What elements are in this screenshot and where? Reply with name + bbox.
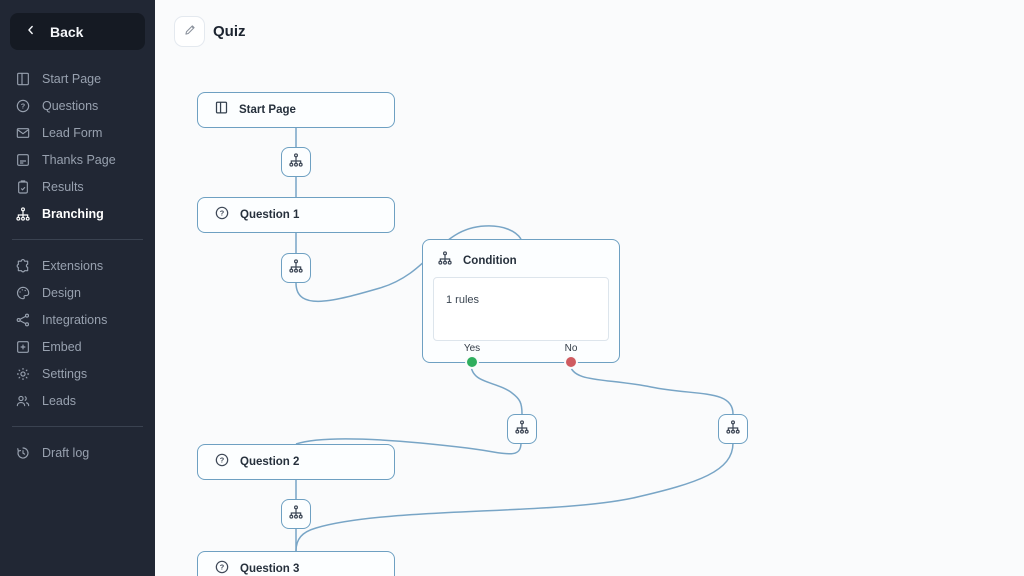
start-page-icon	[14, 70, 31, 87]
question-icon: ?	[214, 205, 230, 226]
sidebar-secondary-nav: Extensions Design Integrations Embed Set…	[0, 252, 155, 414]
branching-icon	[288, 152, 304, 173]
envelope-icon	[14, 124, 31, 141]
sidebar-primary-nav: Start Page ? Questions Lead Form Thanks …	[0, 65, 155, 227]
flow-canvas[interactable]: Quiz Start Page ? Question 1	[155, 0, 1024, 576]
branching-icon	[288, 258, 304, 279]
sidebar-item-design[interactable]: Design	[0, 279, 155, 306]
node-label: Condition	[463, 254, 517, 267]
edit-title-button[interactable]	[174, 16, 205, 47]
sidebar-item-label: Thanks Page	[42, 152, 116, 167]
flow-connectors	[295, 128, 734, 552]
sidebar-item-settings[interactable]: Settings	[0, 360, 155, 387]
sidebar-item-thanks-page[interactable]: Thanks Page	[0, 146, 155, 173]
sidebar-item-label: Embed	[42, 339, 82, 354]
no-port-dot[interactable]	[566, 357, 576, 367]
sidebar-item-label: Leads	[42, 393, 77, 408]
sidebar-item-leads[interactable]: Leads	[0, 387, 155, 414]
sidebar-item-results[interactable]: Results	[0, 173, 155, 200]
embed-icon	[14, 338, 31, 355]
sidebar-item-embed[interactable]: Embed	[0, 333, 155, 360]
branching-icon	[514, 419, 530, 440]
condition-rules-box[interactable]: 1 rules	[433, 277, 609, 341]
history-icon	[14, 444, 31, 461]
back-label: Back	[50, 23, 84, 40]
branch-node-3[interactable]	[281, 499, 311, 529]
users-icon	[14, 392, 31, 409]
question-icon: ?	[14, 97, 31, 114]
integrations-icon	[14, 311, 31, 328]
edge-branch-left-to-question2	[295, 438, 522, 455]
gear-icon	[14, 365, 31, 382]
branching-icon	[288, 504, 304, 525]
palette-icon	[14, 284, 31, 301]
chevron-left-icon	[24, 23, 38, 40]
edge-yes-to-branch-left	[470, 363, 523, 415]
sidebar-divider	[12, 426, 143, 427]
sidebar-item-questions[interactable]: ? Questions	[0, 92, 155, 119]
results-icon	[14, 178, 31, 195]
flow-node-condition[interactable]: Condition 1 rules Yes No	[422, 239, 620, 367]
sidebar-item-label: Draft log	[42, 445, 90, 460]
branching-icon	[14, 205, 31, 222]
branch-node-no[interactable]	[718, 414, 748, 444]
sidebar-divider	[12, 239, 143, 240]
question-icon: ?	[214, 452, 230, 473]
page-title: Quiz	[213, 23, 246, 40]
sidebar-item-integrations[interactable]: Integrations	[0, 306, 155, 333]
edge-branch-right-to-question3	[295, 442, 734, 552]
pencil-icon	[183, 23, 197, 40]
sidebar-item-draft-log[interactable]: Draft log	[0, 439, 155, 466]
sidebar-item-extensions[interactable]: Extensions	[0, 252, 155, 279]
sidebar-item-label: Results	[42, 179, 84, 194]
yes-port-dot[interactable]	[467, 357, 477, 367]
sidebar-item-label: Branching	[42, 206, 104, 221]
node-label: Question 3	[240, 563, 300, 575]
flow-node-question-3[interactable]: ? Question 3	[197, 551, 395, 576]
branching-icon	[437, 250, 453, 271]
sidebar-item-start-page[interactable]: Start Page	[0, 65, 155, 92]
start-page-icon	[214, 100, 229, 120]
sidebar-item-label: Integrations	[42, 312, 108, 327]
svg-text:?: ?	[220, 208, 225, 217]
sidebar-footer-nav: Draft log	[0, 439, 155, 466]
sidebar-item-lead-form[interactable]: Lead Form	[0, 119, 155, 146]
branch-node-1[interactable]	[281, 147, 311, 177]
thanks-page-icon	[14, 151, 31, 168]
sidebar-item-label: Design	[42, 285, 81, 300]
sidebar-item-branching[interactable]: Branching	[0, 200, 155, 227]
flow-node-question-1[interactable]: ? Question 1	[197, 197, 395, 233]
node-label: Start Page	[239, 104, 296, 116]
no-port-label: No	[564, 343, 578, 354]
sidebar-item-label: Lead Form	[42, 125, 103, 140]
sidebar: Back Start Page ? Questions Lead Form Th…	[0, 0, 155, 576]
condition-header: Condition	[423, 240, 619, 271]
branch-node-yes[interactable]	[507, 414, 537, 444]
svg-text:?: ?	[20, 101, 25, 110]
back-button[interactable]: Back	[10, 13, 145, 50]
sidebar-item-label: Questions	[42, 98, 99, 113]
branching-icon	[725, 419, 741, 440]
edge-no-to-branch-right	[569, 363, 734, 415]
sidebar-item-label: Start Page	[42, 71, 102, 86]
node-label: Question 2	[240, 456, 300, 468]
puzzle-icon	[14, 257, 31, 274]
node-label: Question 1	[240, 209, 300, 221]
question-icon: ?	[214, 559, 230, 576]
flow-node-start-page[interactable]: Start Page	[197, 92, 395, 128]
sidebar-item-label: Extensions	[42, 258, 104, 273]
sidebar-item-label: Settings	[42, 366, 88, 381]
svg-text:?: ?	[220, 562, 225, 571]
rules-count: 1 rules	[446, 294, 480, 306]
flow-node-question-2[interactable]: ? Question 2	[197, 444, 395, 480]
branch-node-2[interactable]	[281, 253, 311, 283]
svg-text:?: ?	[220, 455, 225, 464]
yes-port-label: Yes	[463, 343, 481, 354]
